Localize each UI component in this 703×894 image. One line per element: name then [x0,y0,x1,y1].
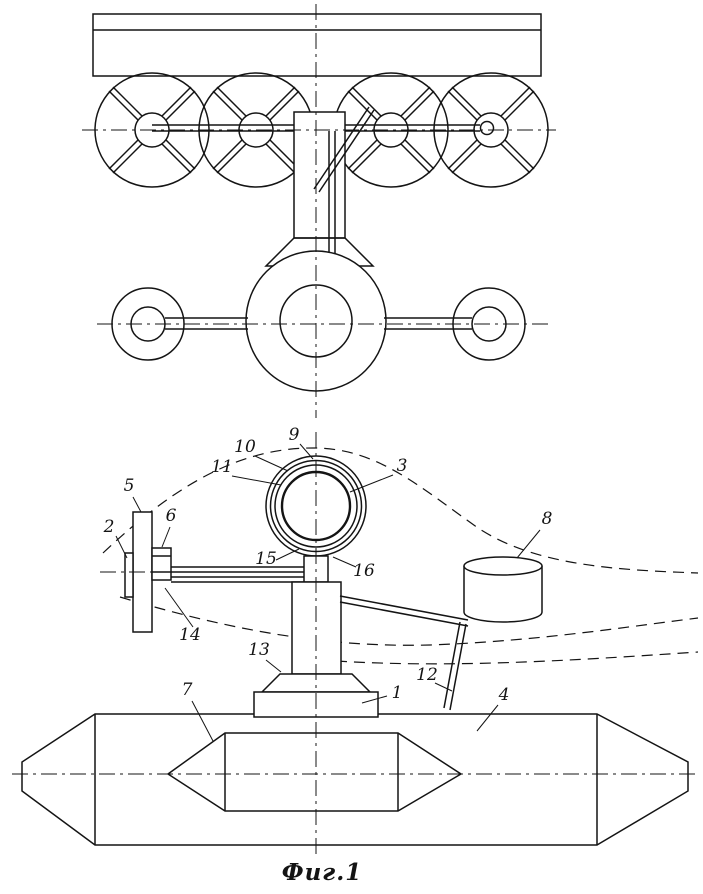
waterline-upper [102,447,699,574]
mast-base-cone [264,237,375,267]
part-label-14: 14 [164,587,201,645]
label-text-9: 9 [289,425,300,445]
leader-line [361,695,388,704]
axle-eye [479,120,495,136]
waterline-lower [335,651,699,665]
float-strut-upper [339,595,469,627]
part-label-13: 13 [248,640,282,673]
leader-line [434,682,453,692]
label-text-2: 2 [103,517,115,537]
leader-line [275,548,300,561]
tiller-link [313,106,375,193]
part-label-1: 1 [361,683,403,704]
waterline-middle [119,596,699,646]
part-label-8: 8 [516,509,553,559]
leader-line [115,535,128,559]
part-label-4: 4 [476,685,510,732]
left-outrigger-rod [165,317,248,330]
leader-line [164,587,194,628]
drive-shaft [171,566,305,583]
label-text-8: 8 [542,509,553,529]
label-text-15: 15 [255,549,277,569]
propeller-hub [151,547,172,581]
leader-line [254,455,289,472]
leader-line [299,443,314,460]
leader-line [231,475,282,486]
side-view [12,432,699,858]
part-label-15: 15 [255,548,300,569]
part-label-9: 9 [289,425,314,460]
part-label-11: 11 [211,457,282,486]
propeller-nose [124,552,134,598]
label-text-10: 10 [234,437,256,457]
part-label-12: 12 [416,665,453,692]
inner-float [166,732,463,812]
float-cylinder-top [463,556,543,576]
leader-line [132,496,142,513]
label-text-7: 7 [182,680,193,700]
part-label-10: 10 [234,437,289,472]
label-text-11: 11 [211,457,233,477]
part-label-5: 5 [124,476,142,513]
deck-body [92,13,542,77]
label-text-3: 3 [397,456,408,476]
leader-line [191,700,214,742]
part-label-3: 3 [349,456,408,493]
label-text-16: 16 [353,561,375,581]
leader-line [332,556,357,568]
part-labels: 1 2 3 4 5 6 7 8 [103,425,553,742]
label-text-1: 1 [392,683,403,703]
label-text-6: 6 [166,506,177,526]
label-text-12: 12 [416,665,438,685]
leader-line [476,704,499,732]
leader-line [265,659,282,673]
leader-line [516,529,541,559]
part-label-6: 6 [161,506,177,548]
float-cylinder-body [463,566,543,623]
part-label-16: 16 [332,556,375,581]
label-text-5: 5 [124,476,135,496]
float-strut-lower [443,621,467,711]
leader-line [349,474,394,493]
label-text-13: 13 [248,640,270,660]
right-outrigger-rod [384,317,472,330]
top-view [82,4,556,418]
figure-caption: Фиг.1 [282,859,363,886]
part-label-2: 2 [103,517,128,559]
mast-top-view [293,111,346,239]
leader-line [161,526,171,548]
label-text-4: 4 [498,685,510,705]
label-text-14: 14 [179,625,201,645]
part-label-7: 7 [182,680,214,742]
